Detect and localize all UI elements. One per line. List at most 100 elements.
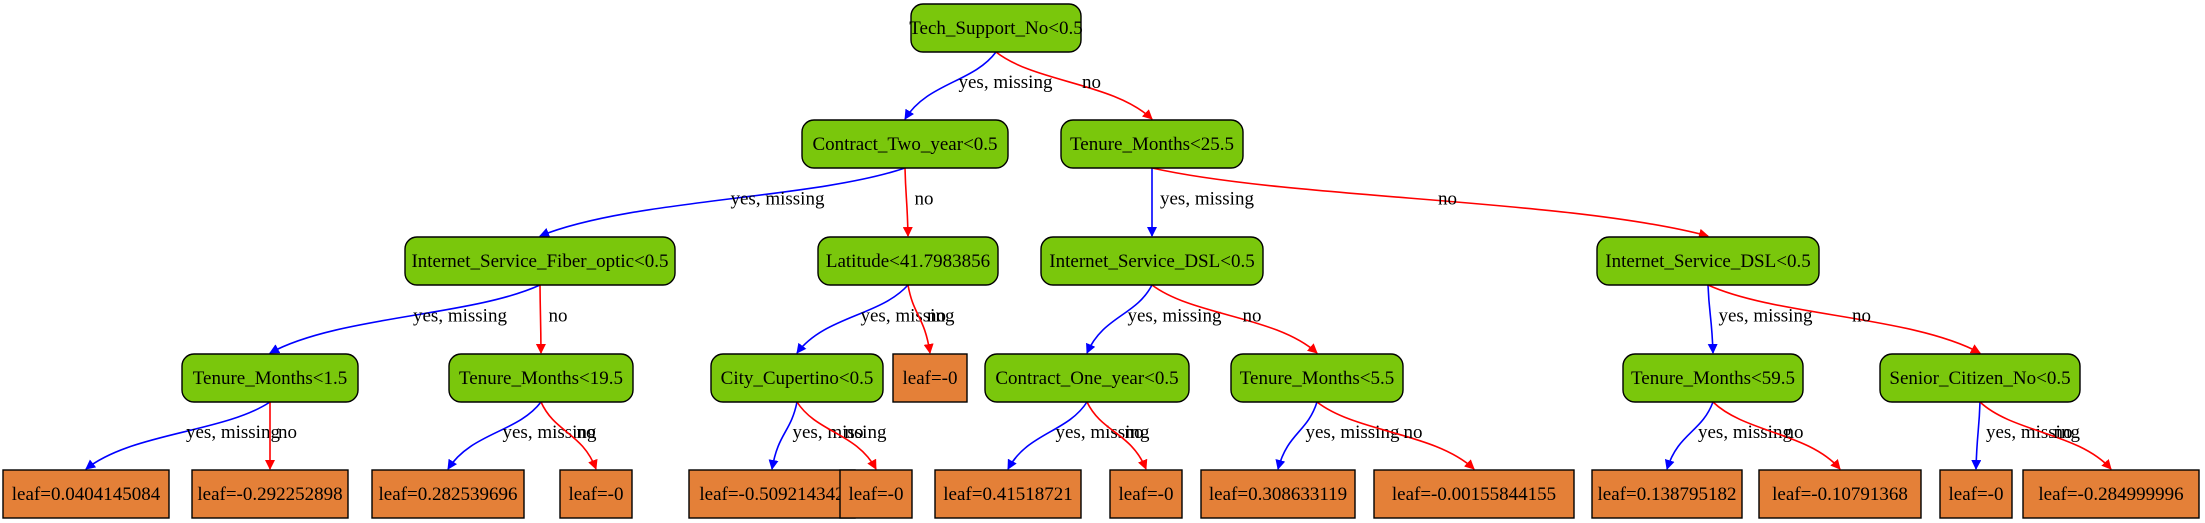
node-label: leaf=-0.00155844155 xyxy=(1392,484,1556,505)
split-node-n4: Latitude<41.7983856 xyxy=(817,236,999,286)
leaf-box xyxy=(1373,469,1575,519)
edge-label-yes: yes, missing xyxy=(1306,422,1400,443)
edge-label-yes: yes, missing xyxy=(1160,189,1254,210)
node-label: leaf=0.41518721 xyxy=(943,484,1072,505)
leaf-node-n22: leaf=-0 xyxy=(1109,469,1183,519)
split-node-n7: Tenure_Months<1.5 xyxy=(181,353,359,403)
node-label: Senior_Citizen_No<0.5 xyxy=(1889,368,2070,389)
edge-label-no: no xyxy=(1243,306,1262,327)
node-label: Internet_Service_DSL<0.5 xyxy=(1049,251,1254,272)
edge-label-no: no xyxy=(1438,189,1457,210)
leaf-node-n10: leaf=-0 xyxy=(892,353,968,403)
split-box xyxy=(1230,353,1404,403)
node-label: leaf=-0 xyxy=(568,484,623,505)
leaf-box xyxy=(2,469,170,519)
edge-n1-n3-yes xyxy=(539,167,906,238)
edge-label-yes: yes, missing xyxy=(861,306,955,327)
node-label: City_Cupertino<0.5 xyxy=(721,368,874,389)
nodes-layer: Tech_Support_No<0.5Contract_Two_year<0.5… xyxy=(2,3,2200,519)
leaf-box xyxy=(839,469,913,519)
split-node-n13: Tenure_Months<59.5 xyxy=(1622,353,1804,403)
edge-n14-n27-yes xyxy=(1971,401,1982,470)
edge-label-no: no xyxy=(927,306,946,327)
edge-n9-n19-yes xyxy=(768,401,798,470)
split-box xyxy=(710,353,884,403)
edge-n12-n24-no xyxy=(1316,401,1475,470)
leaf-node-n18: leaf=-0 xyxy=(559,469,633,519)
node-label: Latitude<41.7983856 xyxy=(826,251,990,272)
node-label: Internet_Service_DSL<0.5 xyxy=(1605,251,1810,272)
edge-label-no: no xyxy=(1785,422,1804,443)
edge-n5-n12-no xyxy=(1151,284,1318,354)
leaf-box xyxy=(934,469,1082,519)
split-node-n3: Internet_Service_Fiber_optic<0.5 xyxy=(404,236,676,286)
node-label: leaf=-0 xyxy=(848,484,903,505)
edge-n8-n18-no xyxy=(540,401,598,470)
split-node-n14: Senior_Citizen_No<0.5 xyxy=(1879,353,2081,403)
edge-n4-n10-no xyxy=(907,284,934,354)
leaf-node-n27: leaf=-0 xyxy=(1939,469,2013,519)
edge-label-yes: yes, missing xyxy=(186,422,280,443)
split-box xyxy=(984,353,1190,403)
split-box xyxy=(801,119,1009,169)
split-node-n5: Internet_Service_DSL<0.5 xyxy=(1040,236,1264,286)
edge-n6-n13-yes xyxy=(1707,284,1718,354)
leaf-node-n26: leaf=-0.10791368 xyxy=(1758,469,1922,519)
edge-label-yes: yes, missing xyxy=(793,422,887,443)
leaf-box xyxy=(688,469,856,519)
split-box xyxy=(910,3,1082,53)
leaf-box xyxy=(371,469,525,519)
edge-n2-n6-no xyxy=(1151,167,1709,239)
node-label: leaf=-0 xyxy=(1948,484,2003,505)
edge-label-no: no xyxy=(577,422,596,443)
edge-label-no: no xyxy=(278,422,297,443)
leaf-box xyxy=(892,353,968,403)
edge-n3-n7-yes xyxy=(269,284,541,354)
edge-label-no: no xyxy=(1082,72,1101,93)
split-box xyxy=(1622,353,1804,403)
split-node-n0: Tech_Support_No<0.5 xyxy=(909,3,1083,53)
leaf-node-n20: leaf=-0 xyxy=(839,469,913,519)
split-box xyxy=(1596,236,1820,286)
node-label: leaf=-0 xyxy=(1118,484,1173,505)
edge-label-no: no xyxy=(1404,422,1423,443)
leaf-node-n21: leaf=0.41518721 xyxy=(934,469,1082,519)
leaf-box xyxy=(1200,469,1356,519)
leaf-node-n15: leaf=0.0404145084 xyxy=(2,469,170,519)
edge-label-no: no xyxy=(915,189,934,210)
edge-n11-n21-yes xyxy=(1007,401,1088,470)
node-label: leaf=-0.284999996 xyxy=(2038,484,2183,505)
node-label: leaf=-0 xyxy=(902,368,957,389)
node-label: leaf=0.282539696 xyxy=(379,484,518,505)
edge-label-no: no xyxy=(549,306,568,327)
leaf-box xyxy=(1758,469,1922,519)
edge-label-no: no xyxy=(1852,306,1871,327)
split-node-n8: Tenure_Months<19.5 xyxy=(448,353,634,403)
split-box xyxy=(817,236,999,286)
node-label: Contract_Two_year<0.5 xyxy=(812,134,997,155)
edge-n0-n2-no xyxy=(995,51,1153,120)
split-box xyxy=(1879,353,2081,403)
edge-label-no: no xyxy=(845,422,864,443)
edge-n13-n26-no xyxy=(1712,401,1841,470)
edge-label-yes: yes, missing xyxy=(1719,306,1813,327)
split-node-n9: City_Cupertino<0.5 xyxy=(710,353,884,403)
edge-label-no: no xyxy=(2054,422,2073,443)
split-box xyxy=(181,353,359,403)
edge-n11-n22-no xyxy=(1086,401,1148,470)
edge-n7-n15-yes xyxy=(85,401,271,470)
leaf-node-n23: leaf=0.308633119 xyxy=(1200,469,1356,519)
leaf-box xyxy=(2022,469,2200,519)
leaf-node-n19: leaf=-0.509214342 xyxy=(688,469,856,519)
node-label: Tenure_Months<5.5 xyxy=(1240,368,1395,389)
node-label: Tenure_Months<19.5 xyxy=(459,368,623,389)
edge-n8-n17-yes xyxy=(447,401,542,470)
node-label: Tenure_Months<1.5 xyxy=(193,368,348,389)
leaf-node-n17: leaf=0.282539696 xyxy=(371,469,525,519)
edge-label-yes: yes, missing xyxy=(413,306,507,327)
leaf-node-n25: leaf=0.138795182 xyxy=(1591,469,1743,519)
split-node-n1: Contract_Two_year<0.5 xyxy=(801,119,1009,169)
node-label: Tech_Support_No<0.5 xyxy=(909,18,1083,39)
